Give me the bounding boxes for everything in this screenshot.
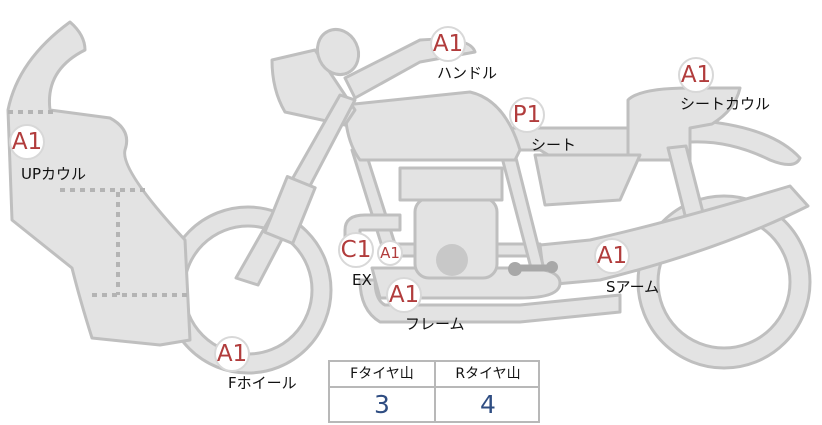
s-arm-grade-badge: A1 (594, 238, 630, 274)
fuel-tank (343, 90, 522, 162)
rear-tire-column: Rタイヤ山 4 (436, 362, 540, 421)
seat-cowl (626, 86, 742, 162)
side-cover (533, 153, 642, 207)
frame-label: フレーム (405, 315, 465, 333)
ex-grade-badge: C1 (338, 232, 374, 268)
rear-tire-header: Rタイヤ山 (436, 362, 540, 388)
s-arm-label: Sアーム (606, 278, 660, 296)
rear-tire-value: 4 (480, 390, 496, 419)
seat-cowl-grade-badge: A1 (678, 57, 714, 93)
ex-label: EX (352, 271, 372, 289)
seat-grade-badge: P1 (509, 97, 545, 133)
up-cowl-label: UPカウル (21, 165, 87, 183)
front-tire-header: Fタイヤ山 (330, 362, 434, 388)
seat-cowl-label: シートカウル (680, 95, 771, 113)
rear-fender (688, 118, 802, 166)
up-cowl-grade-badge: A1 (9, 124, 45, 160)
frame-grade-badge: A1 (386, 277, 422, 313)
f-wheel-grade-badge: A1 (214, 336, 250, 372)
upper-cowl (6, 20, 192, 347)
handle-label: ハンドル (437, 64, 498, 82)
front-tire-column: Fタイヤ山 3 (330, 362, 436, 421)
front-tire-value: 3 (374, 390, 390, 419)
seat-label: シート (531, 136, 577, 154)
exhaust (358, 278, 622, 324)
tire-tread-table: Fタイヤ山 3 Rタイヤ山 4 (328, 360, 540, 423)
f-wheel-label: Fホイール (228, 374, 297, 392)
ex-secondary-grade-badge: A1 (377, 240, 403, 266)
handle-grade-badge: A1 (430, 26, 466, 62)
